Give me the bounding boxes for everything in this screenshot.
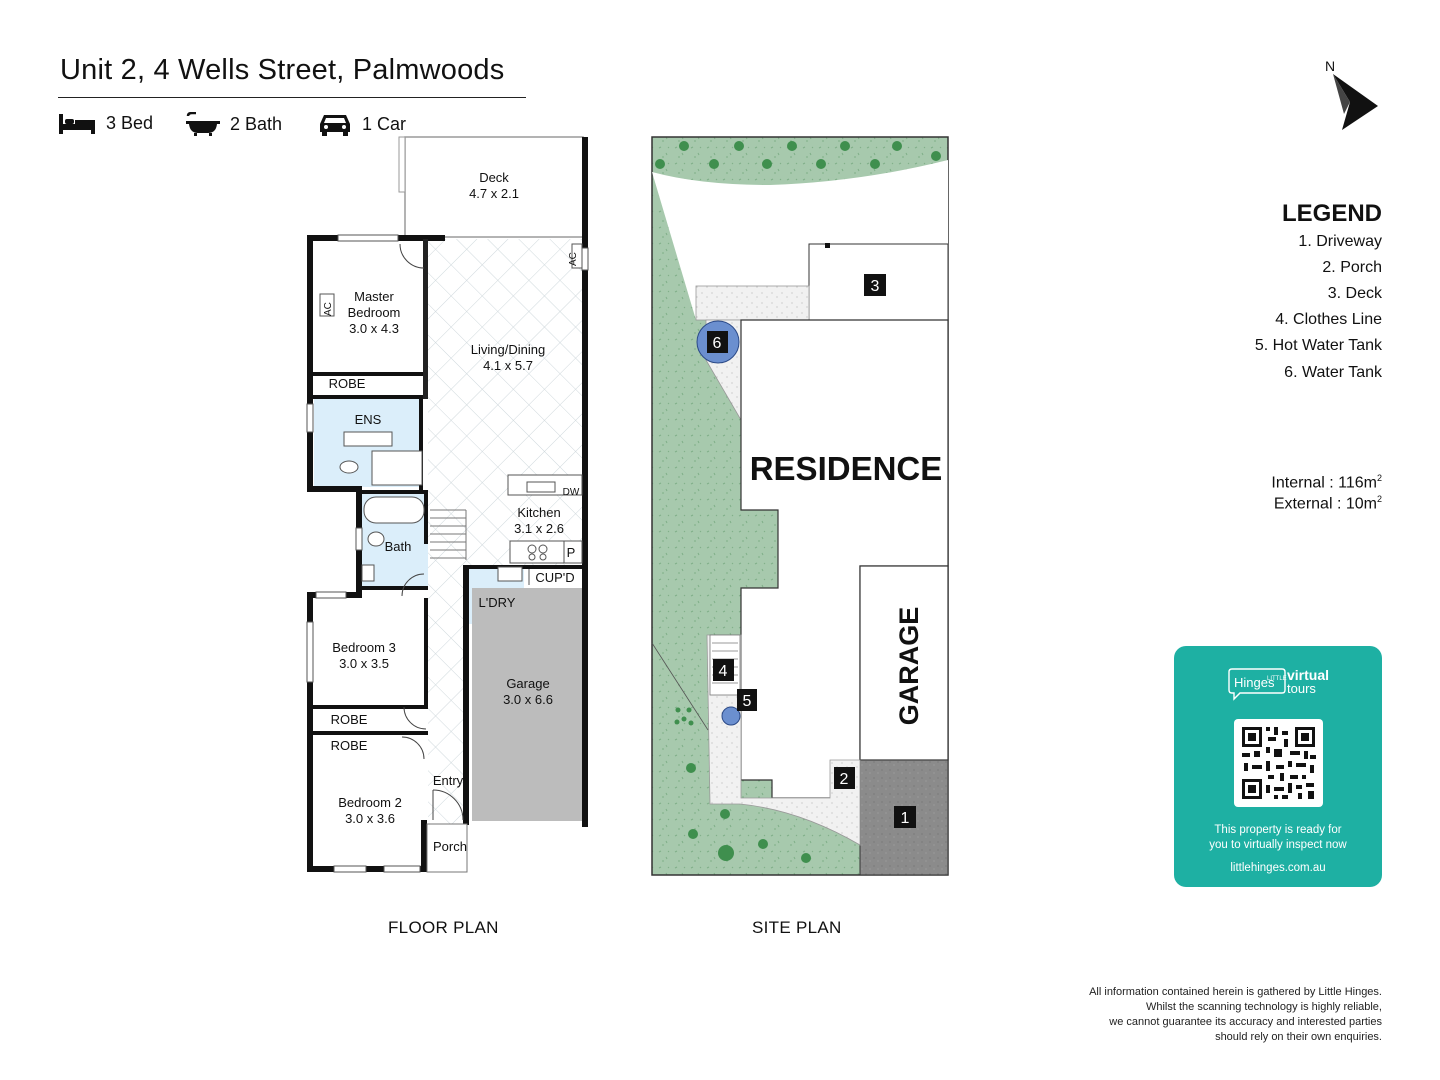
disclaimer-line-1: All information contained herein is gath… <box>1089 986 1382 998</box>
living-label: Living/Dining <box>471 342 545 357</box>
area-external-unit: 2 <box>1376 494 1382 504</box>
area-internal: Internal : 116m2 <box>1271 473 1382 492</box>
disclaimer-line-3: we cannot guarantee its accuracy and int… <box>1109 1016 1382 1028</box>
marker-1-box <box>894 806 916 828</box>
compass-north-label: N <box>1325 58 1336 74</box>
spec-car-label: 1 Car <box>362 113 407 134</box>
spec-bath: 2 Bath <box>186 112 282 136</box>
car-icon <box>320 115 350 136</box>
marker-2-box <box>834 767 855 789</box>
garage-room-label: Garage <box>506 676 549 691</box>
porch-area <box>426 823 468 873</box>
brand-little: LITTLE <box>1267 676 1287 682</box>
hot-water-tank-shape <box>721 706 741 726</box>
pantry-label: P <box>567 545 576 560</box>
title-divider <box>58 97 526 98</box>
floor-plan-label: FLOOR PLAN <box>388 918 499 937</box>
entry-label: Entry <box>433 773 464 788</box>
legend-item-porch: 2. Porch <box>1322 259 1382 276</box>
disclaimer-line-4: should rely on their own enquiries. <box>1215 1031 1382 1043</box>
deck-label: Deck <box>479 170 509 185</box>
bed-icon <box>59 114 95 134</box>
promo-tagline-2: you to virtually inspect now <box>1209 839 1347 851</box>
bed2-label: Bedroom 2 <box>338 795 402 810</box>
kitchen-label: Kitchen <box>517 505 560 520</box>
spec-bath-label: 2 Bath <box>230 113 283 134</box>
master-label-1: Master <box>354 289 394 304</box>
legend-title: LEGEND <box>1281 200 1382 227</box>
marker-6-box <box>707 331 728 353</box>
living-size: 4.1 x 5.7 <box>483 358 533 373</box>
disclaimer-line-2: Whilst the scanning technology is highly… <box>1145 1001 1382 1013</box>
bed3-label: Bedroom 3 <box>332 640 396 655</box>
spec-bed-label: 3 Bed <box>106 112 154 133</box>
page-title: Unit 2, 4 Wells Street, Palmwoods <box>60 54 505 86</box>
deck-size: 4.7 x 2.1 <box>469 186 519 201</box>
brand-hinges: Hinges <box>1234 675 1275 690</box>
marker-3-box <box>864 274 886 296</box>
garage-room-size: 3.0 x 6.6 <box>503 692 553 707</box>
brand-logo-icon <box>1228 668 1286 701</box>
area-internal-unit: 2 <box>1376 473 1382 483</box>
marker-5: 5 <box>743 693 752 710</box>
bed3-robe-label: ROBE <box>331 712 368 727</box>
brand-virtual: virtual <box>1287 667 1330 683</box>
area-internal-value: : 116m <box>1329 474 1377 492</box>
residence-label: RESIDENCE <box>750 450 943 487</box>
promo-website-link[interactable]: littlehinges.com.au <box>1230 862 1326 874</box>
living-dining-floor <box>428 239 582 569</box>
laundry-label: L'DRY <box>479 595 516 610</box>
site-garage <box>859 565 949 761</box>
legend-item-driveway: 1. Driveway <box>1298 233 1382 250</box>
area-external-value: : 10m <box>1336 495 1377 513</box>
legend-item-deck: 3. Deck <box>1327 285 1382 302</box>
marker-6: 6 <box>713 335 722 352</box>
cupboard-label: CUP'D <box>535 570 574 585</box>
qr-code[interactable] <box>1234 719 1323 807</box>
marker-5-box <box>737 689 757 711</box>
marker-4-box <box>713 659 734 681</box>
master-ac-label: AC <box>323 302 334 316</box>
marker-3: 3 <box>871 278 880 295</box>
living-ac-label: AC <box>568 252 579 266</box>
garage-floor <box>472 588 582 821</box>
master-size: 3.0 x 4.3 <box>349 321 399 336</box>
bed2-robe-label: ROBE <box>331 738 368 753</box>
master-robe-label: ROBE <box>329 376 366 391</box>
legend-item-hot-water-tank: 5. Hot Water Tank <box>1254 337 1382 354</box>
north-arrow-icon <box>1333 74 1378 130</box>
garage-site-label: GARAGE <box>894 607 924 726</box>
area-external: External : 10m2 <box>1274 494 1382 513</box>
legend-item-clothes-line: 4. Clothes Line <box>1275 311 1382 328</box>
master-label-2: Bedroom <box>348 305 401 320</box>
kitchen-size: 3.1 x 2.6 <box>514 521 564 536</box>
spec-car: 1 Car <box>318 112 406 136</box>
promo-tagline-1: This property is ready for <box>1214 824 1342 836</box>
hallway-floor <box>428 569 466 824</box>
area-internal-label: Internal <box>1271 474 1325 492</box>
bed2-size: 3.0 x 3.6 <box>345 811 395 826</box>
site-rear-path <box>652 160 948 320</box>
ensuite-label: ENS <box>355 412 382 427</box>
marker-4: 4 <box>719 663 728 680</box>
qr-code-icon <box>1242 727 1316 799</box>
brand-tours: tours <box>1287 681 1316 696</box>
spec-bed: 3 Bed <box>58 112 153 134</box>
marker-2: 2 <box>840 771 849 788</box>
marker-1: 1 <box>901 810 910 827</box>
legend-item-water-tank: 6. Water Tank <box>1284 364 1382 381</box>
area-external-label: External <box>1273 495 1333 513</box>
bed3-size: 3.0 x 3.5 <box>339 656 389 671</box>
virtual-tour-card[interactable]: LITTLE Hinges virtual tours This <box>1174 646 1382 887</box>
dishwasher-label: DW <box>563 487 580 498</box>
deck-area <box>404 136 584 238</box>
site-plan-label: SITE PLAN <box>752 918 842 937</box>
bath-label: Bath <box>385 539 412 554</box>
porch-label: Porch <box>433 839 467 854</box>
bathtub-icon <box>186 112 220 136</box>
